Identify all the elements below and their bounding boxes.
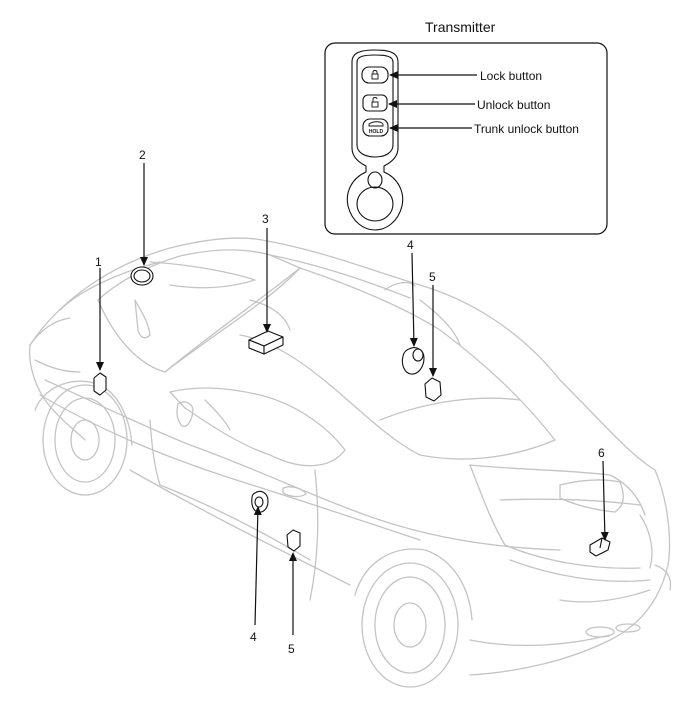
- trunk-button-shape: [362, 118, 389, 137]
- trunk-car-icon: [368, 121, 384, 127]
- key-fob: [346, 49, 404, 231]
- component-2: [130, 266, 154, 286]
- component-4-upper: [401, 347, 425, 375]
- lock-button-shape: [361, 66, 389, 84]
- transmitter-box: [324, 42, 608, 235]
- hold-text: HOLD: [369, 129, 384, 135]
- transmitter-leaders: [388, 71, 477, 132]
- component-3: [248, 330, 284, 355]
- callout-1: 1: [95, 255, 102, 269]
- component-5-lower: [286, 529, 301, 552]
- padlock-closed-icon: [371, 70, 379, 80]
- callout-4-upper: 4: [407, 238, 414, 252]
- car-outline: [29, 237, 672, 688]
- component-4-lower: [251, 490, 269, 513]
- trunk-unlock-button-label: Trunk unlock button: [474, 122, 579, 136]
- component-5-upper: [424, 377, 442, 402]
- callout-2: 2: [139, 148, 146, 162]
- component-1: [93, 372, 107, 396]
- callout-4-lower: 4: [250, 630, 257, 644]
- component-6: [589, 537, 611, 557]
- unlock-button-label: Unlock button: [477, 98, 551, 112]
- padlock-open-icon: [371, 97, 379, 108]
- callout-3: 3: [262, 212, 269, 226]
- callout-5-upper: 5: [429, 270, 436, 284]
- transmitter-title: Transmitter: [425, 19, 496, 35]
- callout-6: 6: [598, 446, 605, 460]
- unlock-button-shape: [362, 94, 388, 112]
- callout-5-lower: 5: [288, 642, 295, 656]
- lock-button-label: Lock button: [480, 69, 543, 83]
- callout-leaders: [96, 163, 609, 635]
